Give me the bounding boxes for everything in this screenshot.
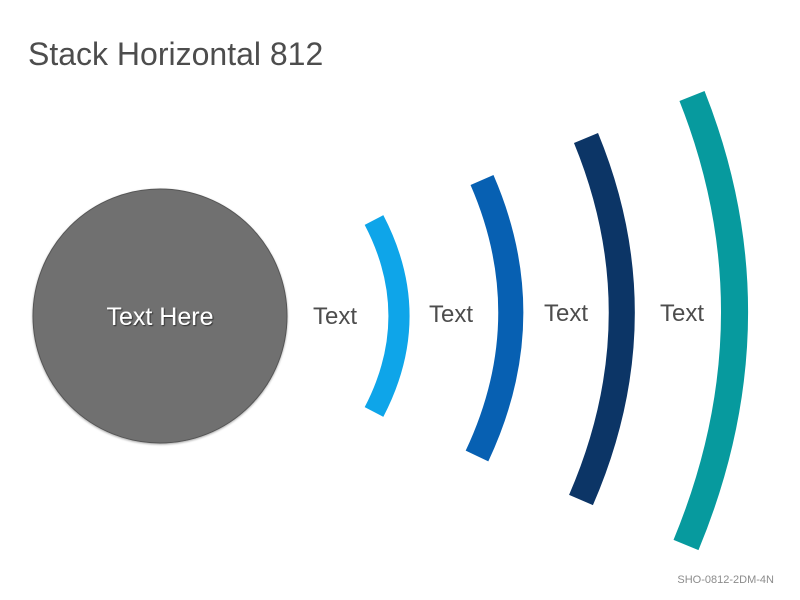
arc-1-label: Text: [313, 303, 357, 330]
center-label: Text Here: [107, 303, 214, 331]
footer-code: SHO-0812-2DM-4N: [677, 574, 774, 586]
page-title: Stack Horizontal 812: [28, 36, 324, 72]
arc-4-group: Text: [660, 91, 748, 551]
arc-2: [465, 175, 524, 462]
arc-2-group: Text: [429, 175, 524, 462]
arc-2-label: Text: [429, 301, 473, 328]
arc-4-label: Text: [660, 300, 704, 327]
arc-3: [569, 133, 635, 506]
center-circle: [32, 188, 288, 444]
arc-1-group: Text: [313, 215, 410, 417]
arc-3-group: Text: [544, 133, 635, 506]
arc-1: [364, 215, 410, 417]
center-circle-group: Text Here: [32, 188, 288, 444]
arc-4: [673, 91, 748, 551]
arc-3-label: Text: [544, 300, 588, 327]
